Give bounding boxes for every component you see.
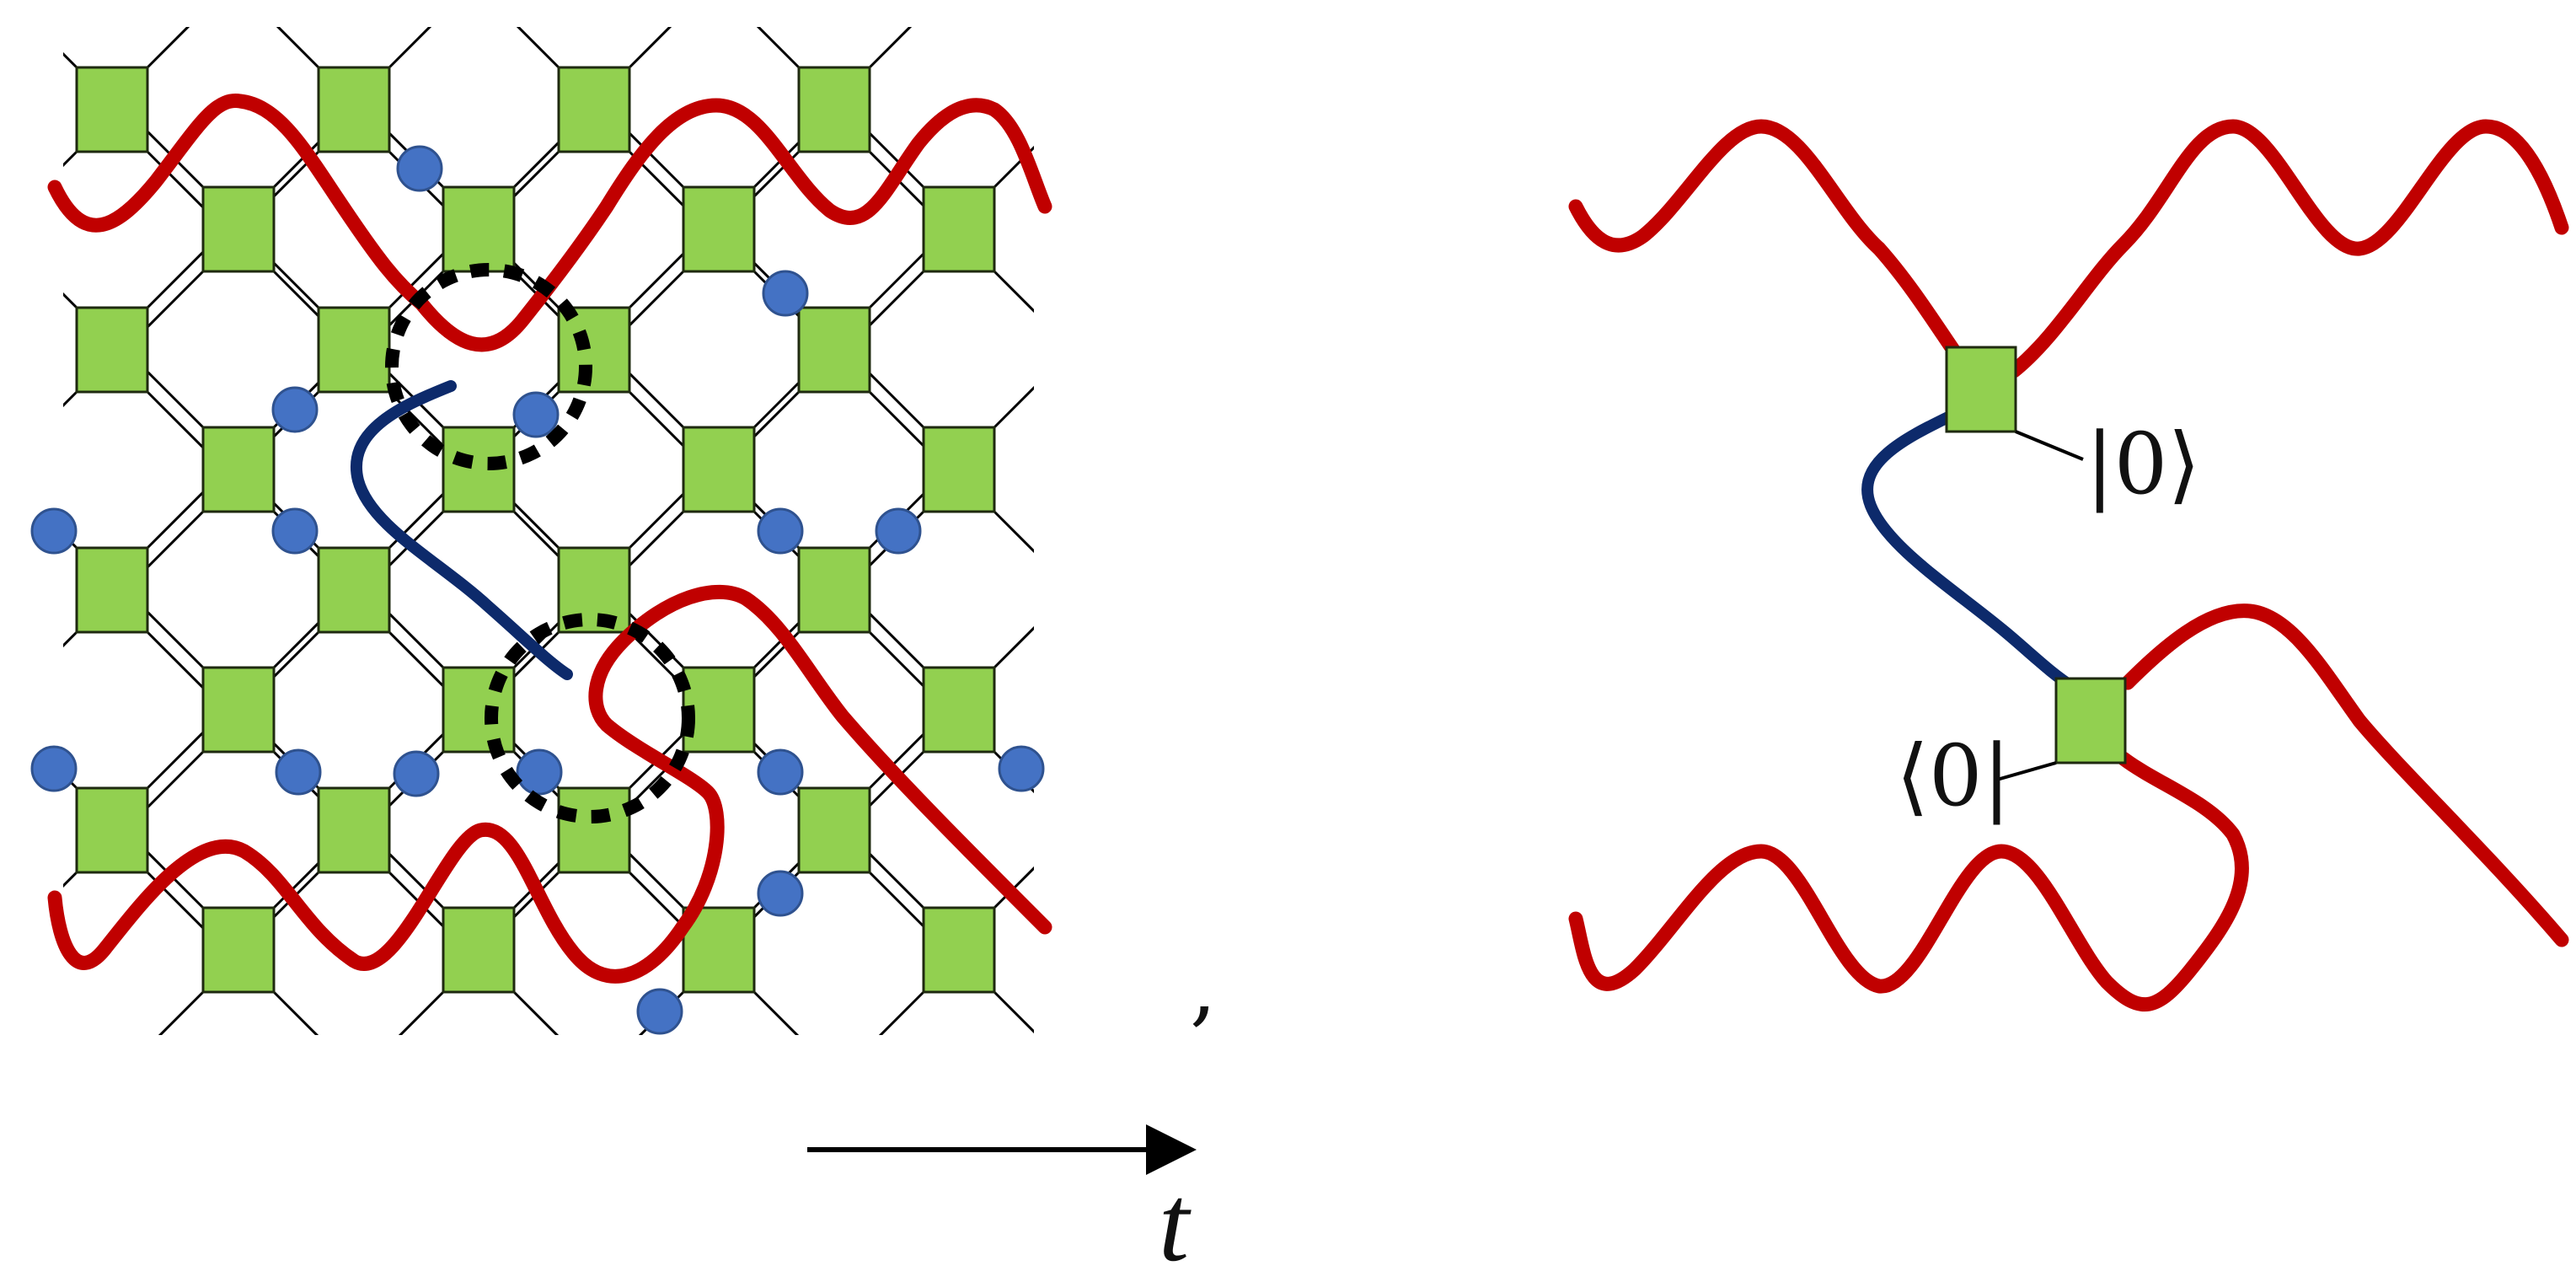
right-red-curve-top-2 (2006, 119, 2569, 378)
gate-upper (1945, 346, 2017, 433)
dashed-circle-upper (385, 263, 592, 470)
gate-square (922, 426, 996, 513)
red-curve-top (47, 94, 1052, 352)
lattice-bond (158, 990, 205, 1035)
gate-square (442, 906, 516, 994)
lattice-bond (63, 871, 78, 888)
lattice-bond (868, 27, 913, 69)
lattice-bond (993, 385, 1034, 429)
lattice-bond (63, 150, 78, 168)
right-panel-reduced-network: |0⟩ ⟨0| (1568, 119, 2569, 1012)
gate-square (317, 786, 391, 874)
lattice-bond (993, 625, 1034, 669)
gate-square (201, 906, 276, 994)
measurement-dot (275, 748, 322, 796)
lattice-bond (63, 292, 78, 309)
measurement-dot (271, 507, 319, 555)
measurement-dots (30, 145, 1045, 1035)
gate-square (682, 426, 756, 513)
lattice-bond (388, 27, 432, 69)
gate-square (75, 306, 149, 394)
gate-square (922, 906, 996, 994)
gate-square (317, 66, 391, 153)
lattice-bond (756, 27, 801, 69)
gate-square (75, 66, 149, 153)
lattice-bond (516, 27, 560, 69)
dashed-circle-lower (485, 613, 695, 823)
gate-square (682, 906, 756, 994)
gate-square (797, 66, 871, 153)
right-red-curve-bottom-2 (2120, 603, 2569, 947)
measurement-dot (875, 507, 922, 555)
measurement-dot (757, 748, 804, 796)
measurement-dot (757, 507, 804, 555)
lattice-bond (512, 990, 560, 1035)
lattice-bond (993, 145, 1034, 189)
lattice-bond (993, 510, 1034, 554)
gate-square (442, 185, 516, 273)
comma-separator: , (1190, 937, 1217, 1036)
measurement-dot (757, 870, 804, 917)
lattice-bond (752, 990, 800, 1035)
gate-square (922, 185, 996, 273)
measurement-dot (762, 270, 809, 317)
left-panel-brickwork-circuit (30, 27, 1052, 1035)
gate-square (75, 546, 149, 634)
bra-zero-label: ⟨0| (1896, 727, 2011, 825)
time-axis: t (807, 1124, 1197, 1282)
gate-square (317, 546, 391, 634)
lattice-bond (993, 270, 1034, 314)
lattice-bond (628, 27, 672, 69)
lattice-bond (272, 990, 319, 1035)
lattice-bond (63, 390, 78, 408)
measurement-dot (393, 750, 440, 797)
time-axis-label: t (1159, 1163, 1192, 1282)
gate-square (557, 786, 631, 874)
measurement-dot (30, 745, 78, 792)
gate-square (201, 666, 276, 754)
gate-square (442, 426, 516, 513)
measurement-dot (512, 391, 560, 438)
measurement-dot (516, 748, 563, 796)
gate-square (201, 185, 276, 273)
gate-square (682, 185, 756, 273)
gate-square (797, 546, 871, 634)
measurement-dot (396, 145, 443, 192)
lattice-bond (63, 51, 78, 69)
bra-leader-line (1996, 761, 2057, 781)
gate-square (557, 306, 631, 394)
lattice-bond (146, 27, 190, 69)
gate-square (75, 786, 149, 874)
ket-leader-line (2015, 430, 2084, 461)
lattice-bond (63, 630, 78, 648)
blue-curve (351, 380, 573, 680)
gate-square (201, 426, 276, 513)
gate-square (317, 306, 391, 394)
lattice-bond (993, 990, 1034, 1034)
measurement-dot (271, 386, 319, 433)
lattice-bond (398, 990, 445, 1035)
gate-square (922, 666, 996, 754)
gate-lower (2054, 677, 2127, 764)
measurement-dot (636, 988, 683, 1035)
gate-square (797, 786, 871, 874)
measurement-dot (30, 507, 78, 555)
gate-square (797, 306, 871, 394)
right-blue-curve (1861, 409, 2079, 693)
right-red-curve-top (1568, 119, 1975, 378)
lattice-bond (276, 27, 320, 69)
lattice-bond (878, 990, 925, 1035)
gate-square (557, 66, 631, 153)
red-curve-bottom (47, 584, 1052, 984)
ket-zero-label: |0⟩ (2086, 415, 2200, 513)
measurement-dot (998, 745, 1045, 792)
right-red-curve-bottom (1568, 751, 2249, 1012)
